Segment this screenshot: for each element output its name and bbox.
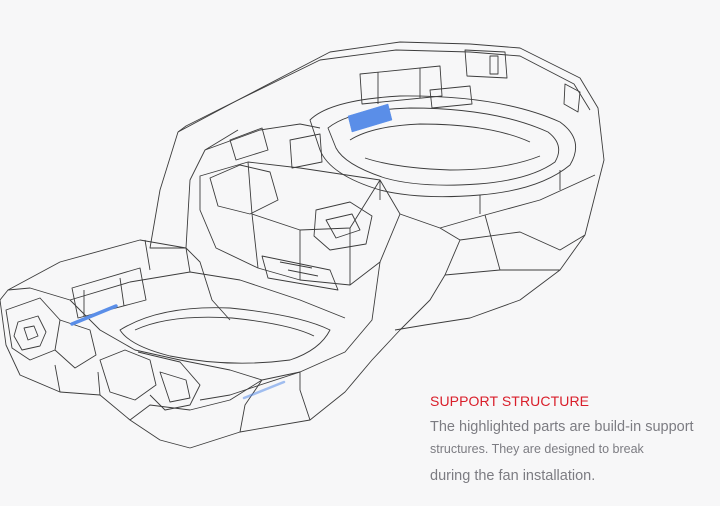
support-structure-highlights xyxy=(70,103,393,400)
upper-support-highlight xyxy=(347,103,393,133)
housing-outline xyxy=(0,41,605,449)
caption-line-2: structures. They are designed to break xyxy=(430,442,644,456)
front-right-support-highlight xyxy=(242,380,286,400)
front-left-support-highlight xyxy=(70,304,118,326)
caption-title: SUPPORT STRUCTURE xyxy=(430,393,590,409)
caption-block: SUPPORT STRUCTURE The highlighted parts … xyxy=(430,393,715,484)
caption-line-1: The highlighted parts are build-in suppo… xyxy=(430,419,694,435)
caption-line-3: during the fan installation. xyxy=(430,468,596,484)
